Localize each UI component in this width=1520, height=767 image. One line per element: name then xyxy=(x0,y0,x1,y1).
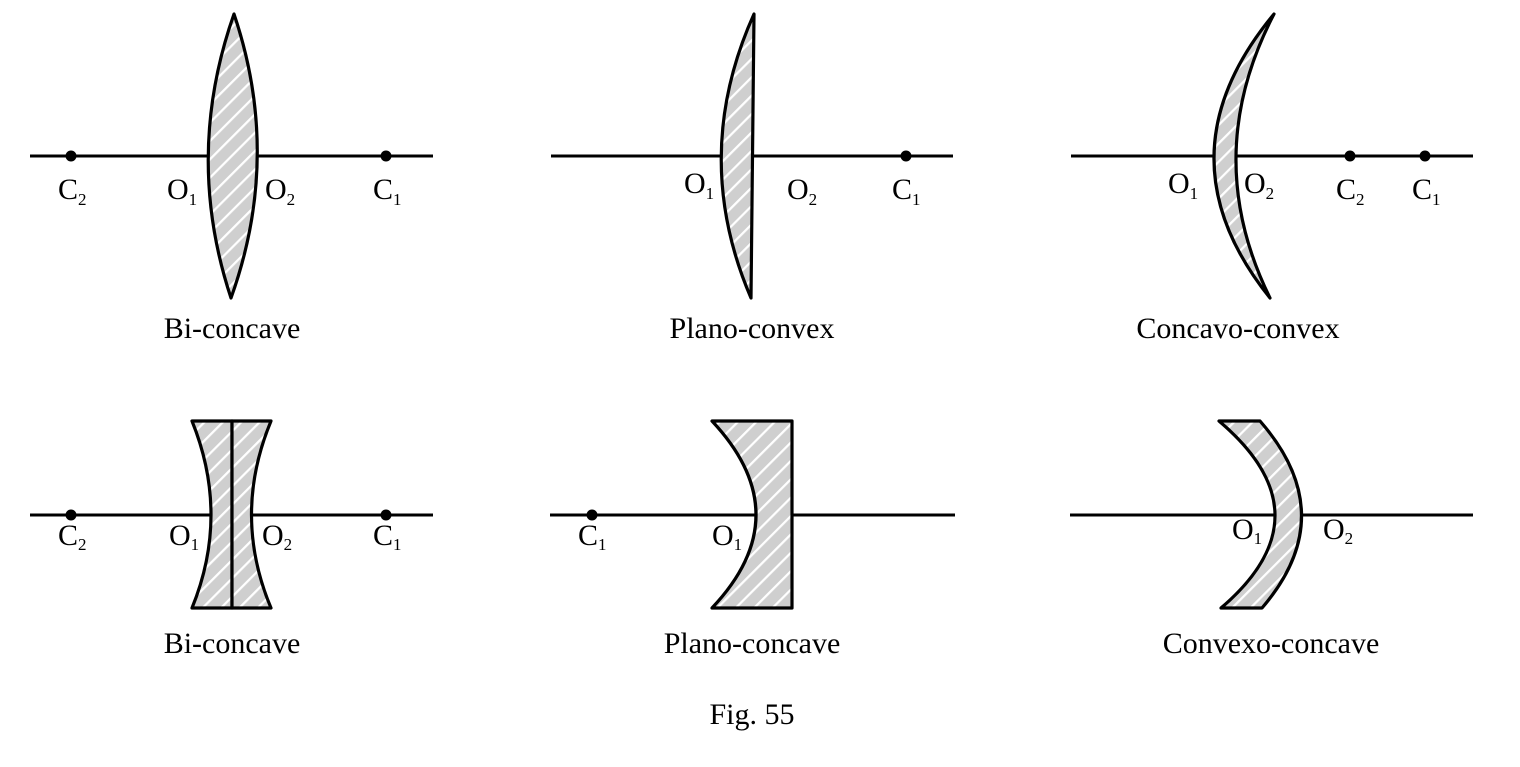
lens-caption: Plano-concave xyxy=(664,627,841,660)
point-label-o1: O1 xyxy=(712,519,742,554)
point-dot xyxy=(65,509,77,521)
point-dot xyxy=(900,150,912,162)
point-label-o1: O1 xyxy=(1168,167,1198,203)
point-label-o2: O2 xyxy=(265,173,295,209)
lens-panel-2: O1 O2 C1 Plano-convex xyxy=(551,12,953,345)
point-label-c1: C1 xyxy=(892,173,921,209)
point-label-o2: O2 xyxy=(1323,513,1353,548)
plano-concave-lens-shape xyxy=(710,419,794,610)
point-label-o1: O1 xyxy=(167,173,197,209)
lens-caption: Bi-concave xyxy=(164,627,301,660)
meniscus-concave-lens-shape xyxy=(1217,419,1304,610)
lens-caption: Bi-concave xyxy=(164,312,301,345)
figure-label: Fig. 55 xyxy=(709,698,794,731)
point-label-c2: C2 xyxy=(58,173,87,209)
row-convex: C2 O1 O2 C1 Bi-concave O1 O2 C1 Plano-co… xyxy=(30,12,1473,345)
point-label-c1: C1 xyxy=(373,519,402,554)
lens-panel-1: C2 O1 O2 C1 Bi-concave xyxy=(30,12,433,345)
biconcave-right-half xyxy=(230,419,273,610)
biconcave-left-half xyxy=(190,419,234,610)
point-label-o2: O2 xyxy=(262,519,292,554)
point-dot xyxy=(380,150,392,162)
point-dot xyxy=(1419,150,1431,162)
biconvex-lens-shape xyxy=(206,12,259,300)
point-label-c1: C1 xyxy=(578,519,607,554)
lens-caption: Plano-convex xyxy=(670,312,835,345)
plano-convex-lens-shape xyxy=(719,12,756,300)
point-label-c2: C2 xyxy=(58,519,87,554)
point-label-c1: C1 xyxy=(1412,173,1441,209)
point-dot xyxy=(1344,150,1356,162)
lens-panel-3: O1 O2 C2 C1 Concavo-convex xyxy=(1071,12,1473,345)
point-dot xyxy=(586,509,598,521)
lens-panel-6: O1 O2 Convexo-concave xyxy=(1070,419,1473,660)
lens-caption: Concavo-convex xyxy=(1136,312,1339,345)
point-dot xyxy=(380,509,392,521)
point-label-o2: O2 xyxy=(1244,167,1274,203)
point-label-o1: O1 xyxy=(169,519,199,554)
point-label-c1: C1 xyxy=(373,173,402,209)
point-label-c2: C2 xyxy=(1336,173,1365,209)
lens-caption: Convexo-concave xyxy=(1163,627,1380,660)
point-label-o1: O1 xyxy=(1232,513,1262,548)
row-concave: C2 O1 O2 C1 Bi-concave C1 O1 Plano-conca… xyxy=(30,419,1473,660)
meniscus-convex-lens-shape xyxy=(1212,12,1276,300)
point-label-o2: O2 xyxy=(787,173,817,209)
lens-panel-4: C2 O1 O2 C1 Bi-concave xyxy=(30,419,433,660)
lens-panel-5: C1 O1 Plano-concave xyxy=(550,419,955,660)
point-dot xyxy=(65,150,77,162)
point-label-o1: O1 xyxy=(684,167,714,203)
